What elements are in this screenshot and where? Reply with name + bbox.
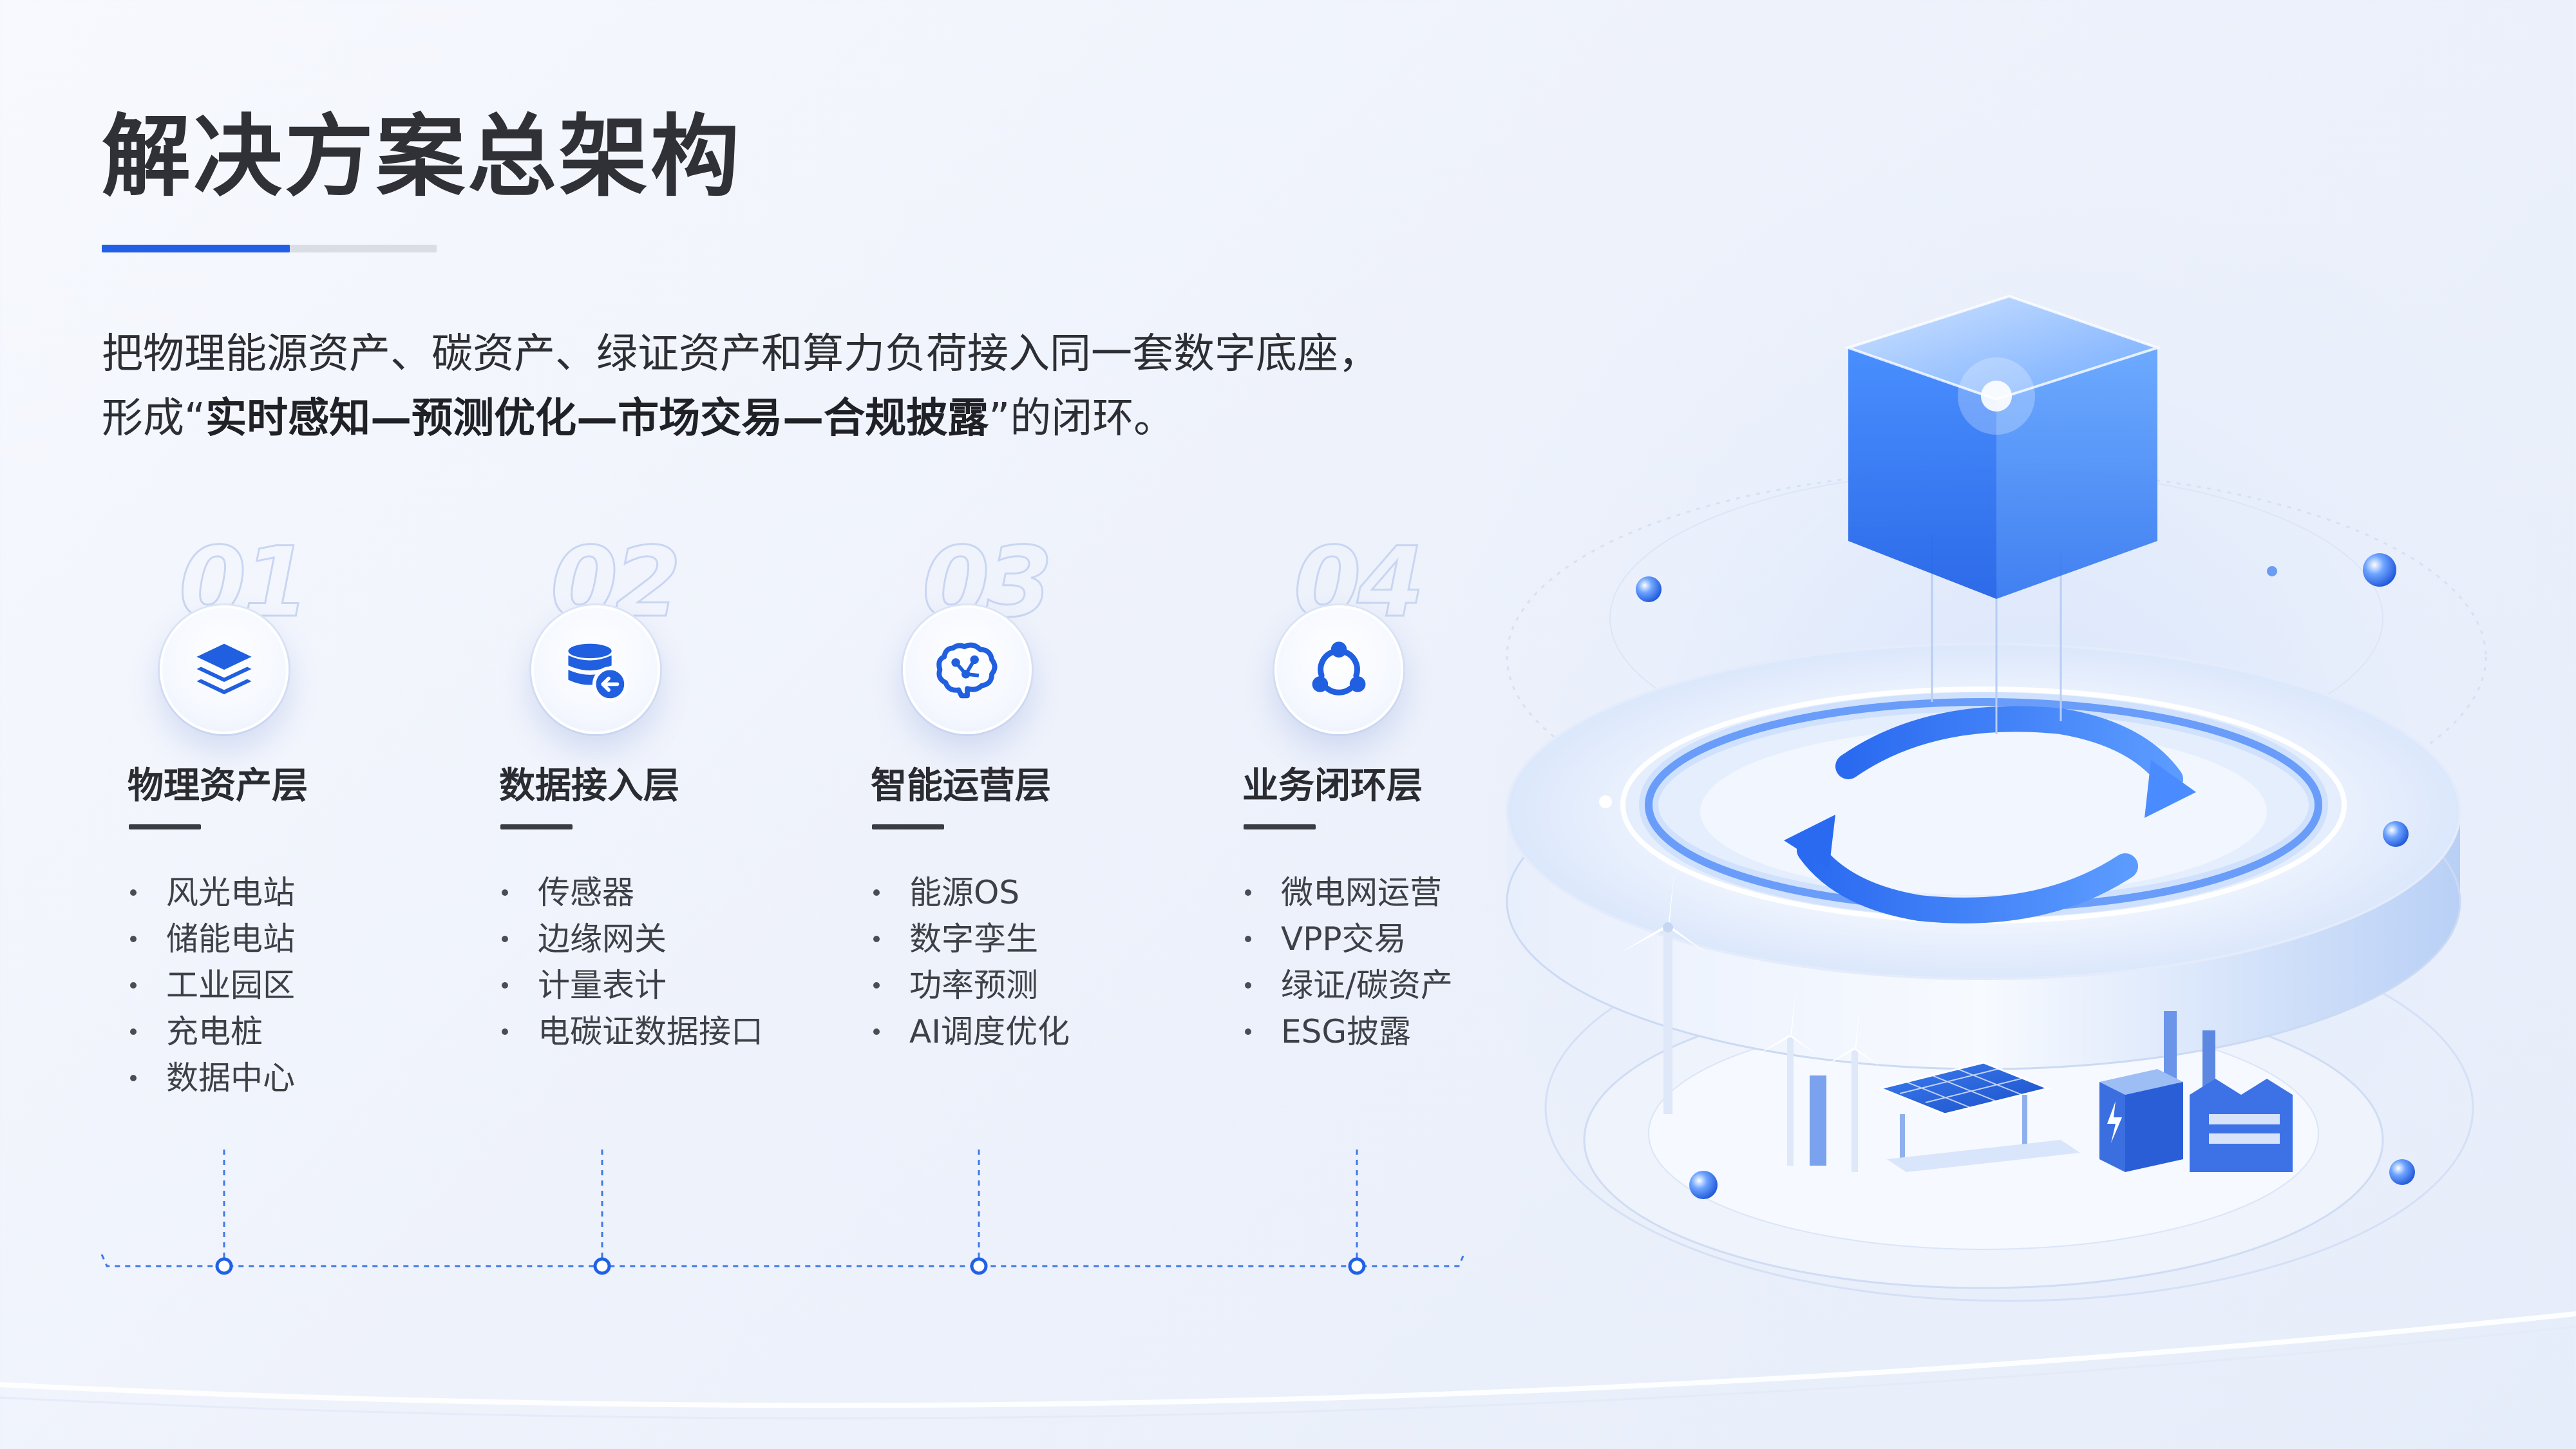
bullet-icon [130,1028,137,1035]
column-item-list: 传感器 边缘网关 计量表计 电碳证数据接口 [502,869,763,1055]
column-title-underline [500,824,573,829]
column-item-list: 能源OS 数字孪生 功率预测 AI调度优化 [873,869,1070,1055]
column-title-underline [129,824,201,829]
list-item: 微电网运营 [1245,869,1453,916]
list-item: ESG披露 [1245,1009,1453,1055]
list-item: 数据中心 [130,1055,295,1101]
list-item: 计量表计 [502,962,763,1009]
list-item: 工业园区 [130,962,295,1009]
network-cycle-icon [1274,605,1403,734]
bullet-icon [502,982,508,989]
bullet-icon [873,936,880,942]
energy-platform-illustration [1506,294,2487,1302]
bullet-icon [130,936,137,942]
column-title: 业务闭环层 [1242,765,1423,807]
solar-panel-icon [1877,1061,2080,1172]
title-underline-accent [102,245,290,252]
column-title: 数据接入层 [499,765,679,807]
cube-icon [1844,294,2162,734]
list-item: 储能电站 [130,916,295,962]
bullet-icon [502,889,508,896]
factory-icon [1810,1011,2293,1172]
bullet-icon [873,1028,880,1035]
subtitle-prefix: 形成“ [102,395,206,442]
timeline-node [215,1257,233,1275]
bullet-icon [130,1075,137,1081]
subtitle-line-2: 形成“实时感知—预测优化—市场交易—合规披露”的闭环。 [102,386,1519,451]
bullet-icon [1245,982,1251,989]
title-underline [102,245,437,252]
database-arrow-icon [531,605,660,734]
page-title: 解决方案总架构 [102,105,743,209]
bullet-icon [873,982,880,989]
subtitle-line-1: 把物理能源资产、碳资产、绿证资产和算力负荷接入同一套数字底座， [102,330,1379,378]
list-item: 边缘网关 [502,916,763,962]
page-subtitle: 把物理能源资产、碳资产、绿证资产和算力负荷接入同一套数字底座， 形成“实时感知—… [102,322,1519,451]
layers-icon [160,605,289,734]
list-item: AI调度优化 [873,1009,1070,1055]
bullet-icon [1245,936,1251,942]
column-title-underline [1244,824,1316,829]
bullet-icon [1245,889,1251,896]
list-item: 数字孪生 [873,916,1070,962]
list-item: VPP交易 [1245,916,1453,962]
cycle-arrows-icon [1784,706,2196,923]
timeline-node [593,1257,611,1275]
column-title: 智能运营层 [871,765,1051,807]
timeline-node [1348,1257,1366,1275]
list-item: 功率预测 [873,962,1070,1009]
column-item-list: 风光电站 储能电站 工业园区 充电桩 数据中心 [130,869,295,1101]
column-item-list: 微电网运营 VPP交易 绿证/碳资产 ESG披露 [1245,869,1453,1055]
bullet-icon [502,1028,508,1035]
bullet-icon [873,889,880,896]
brain-icon [903,605,1032,734]
list-item: 能源OS [873,869,1070,916]
list-item: 充电桩 [130,1009,295,1055]
list-item: 传感器 [502,869,763,916]
list-item: 风光电站 [130,869,295,916]
timeline-node [970,1257,988,1275]
subtitle-suffix: ”的闭环。 [989,395,1175,442]
bullet-icon [130,982,137,989]
bullet-icon [130,889,137,896]
energy-storage-icon [2099,1069,2183,1172]
wind-turbine-icon [1620,869,1884,1172]
bullet-icon [1245,1028,1251,1035]
column-title: 物理资产层 [128,765,308,807]
list-item: 电碳证数据接口 [502,1009,763,1055]
subtitle-emphasis: 实时感知—预测优化—市场交易—合规披露 [205,395,989,442]
bullet-icon [502,936,508,942]
list-item: 绿证/碳资产 [1245,962,1453,1009]
column-title-underline [872,824,944,829]
